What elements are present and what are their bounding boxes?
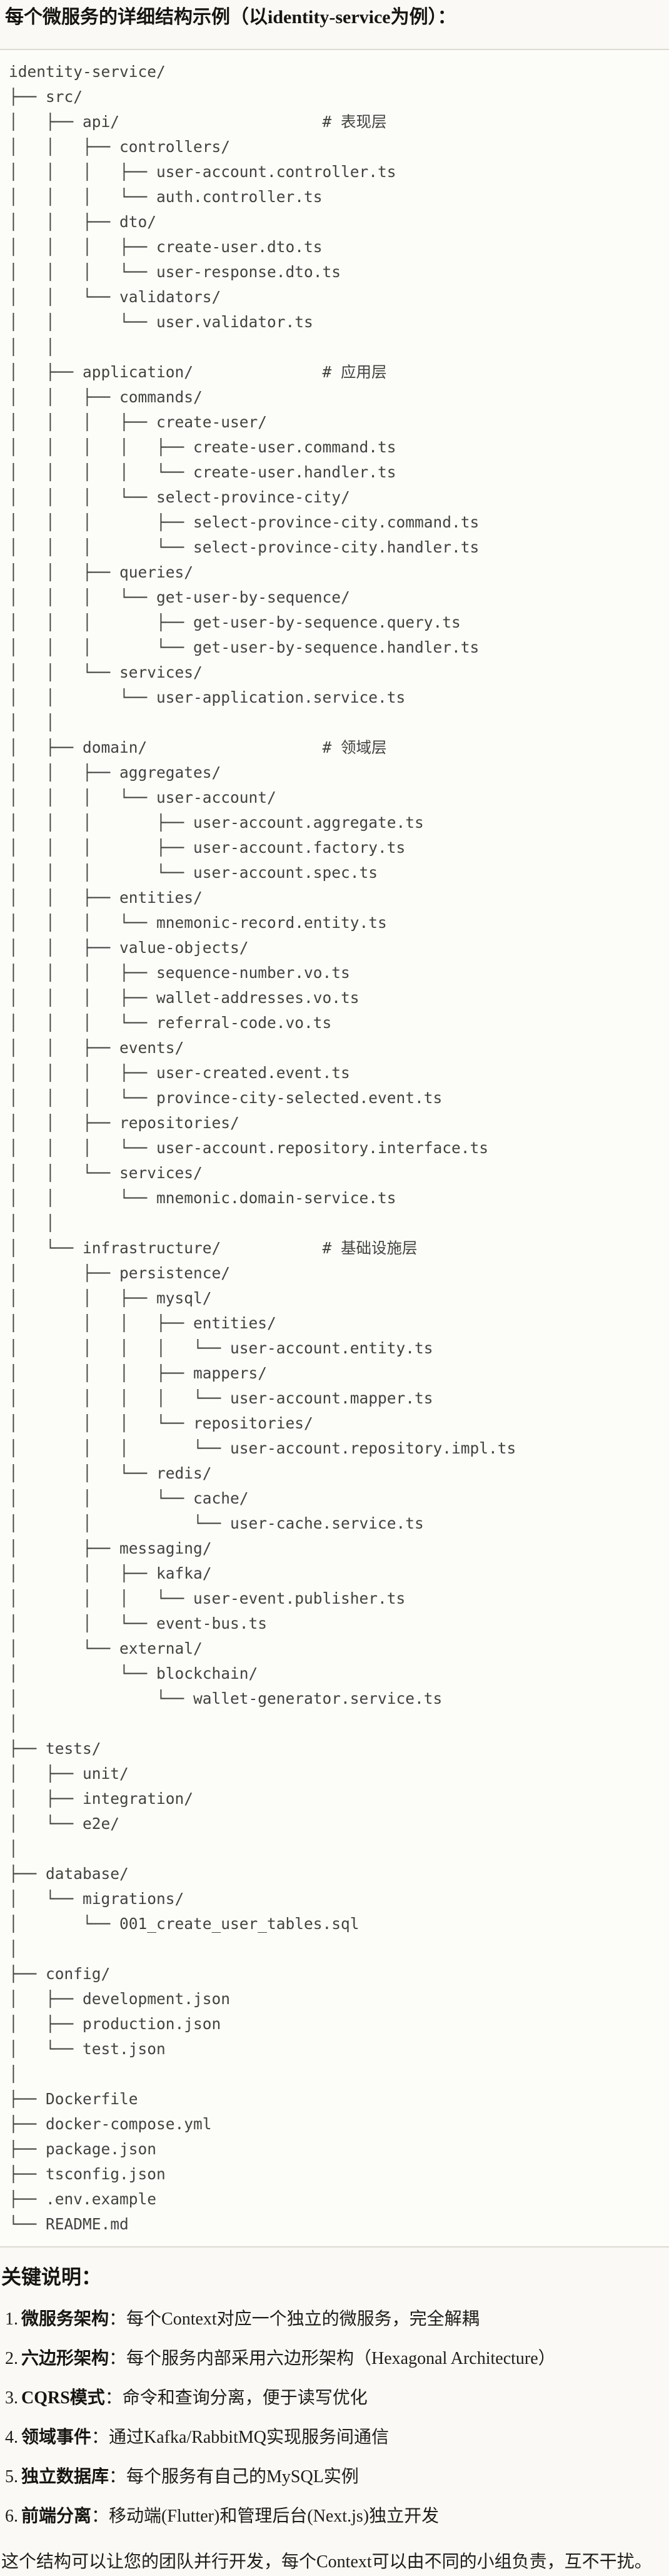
list-item-text: ：通过Kafka/RabbitMQ实现服务间通信: [91, 2428, 389, 2447]
list-item-label: 六边形架构: [21, 2349, 109, 2368]
directory-tree: identity-service/ ├── src/ │ ├── api/ # …: [9, 63, 516, 2233]
list-item-number: 4.: [5, 2428, 18, 2447]
list-item: 1.微服务架构：每个Context对应一个独立的微服务，完全解耦: [5, 2309, 664, 2330]
list-item-number: 5.: [5, 2467, 18, 2487]
list-item-label: 微服务架构: [21, 2309, 109, 2329]
code-block: identity-service/ ├── src/ │ ├── api/ # …: [0, 49, 669, 2248]
list-item-label: 前端分离: [21, 2507, 92, 2526]
list-item-label: 领域事件: [21, 2428, 92, 2447]
list-item-label: CQRS模式: [21, 2388, 105, 2408]
list-item-label: 独立数据库: [21, 2467, 109, 2487]
list-item-text: ：每个Context对应一个独立的微服务，完全解耦: [109, 2309, 480, 2329]
list-item-number: 1.: [5, 2309, 18, 2329]
list-item-number: 6.: [5, 2507, 18, 2526]
notes-heading: 关键说明：: [1, 2266, 102, 2288]
list-item: 3.CQRS模式：命令和查询分离，便于读写优化: [5, 2388, 664, 2409]
notes-footer: 这个结构可以让您的团队并行开发，每个Context可以由不同的小组负责，互不干扰…: [1, 2552, 652, 2572]
list-item-number: 3.: [5, 2388, 18, 2408]
list-item: 4.领域事件：通过Kafka/RabbitMQ实现服务间通信: [5, 2427, 664, 2448]
list-item: 5.独立数据库：每个服务有自己的MySQL实例: [5, 2467, 664, 2488]
list-item: 6.前端分离：移动端(Flutter)和管理后台(Next.js)独立开发: [5, 2506, 664, 2527]
list-item: 2.六边形架构：每个服务内部采用六边形架构（Hexagonal Architec…: [5, 2348, 664, 2370]
list-item-text: ：每个服务有自己的MySQL实例: [109, 2467, 359, 2487]
page-title: 每个微服务的详细结构示例（以identity-service为例）：: [5, 7, 456, 28]
list-item-number: 2.: [5, 2349, 18, 2368]
list-item-text: ：每个服务内部采用六边形架构（Hexagonal Architecture）: [109, 2349, 556, 2368]
list-item-text: ：移动端(Flutter)和管理后台(Next.js)独立开发: [91, 2507, 440, 2526]
list-item-text: ：命令和查询分离，便于读写优化: [104, 2388, 368, 2408]
